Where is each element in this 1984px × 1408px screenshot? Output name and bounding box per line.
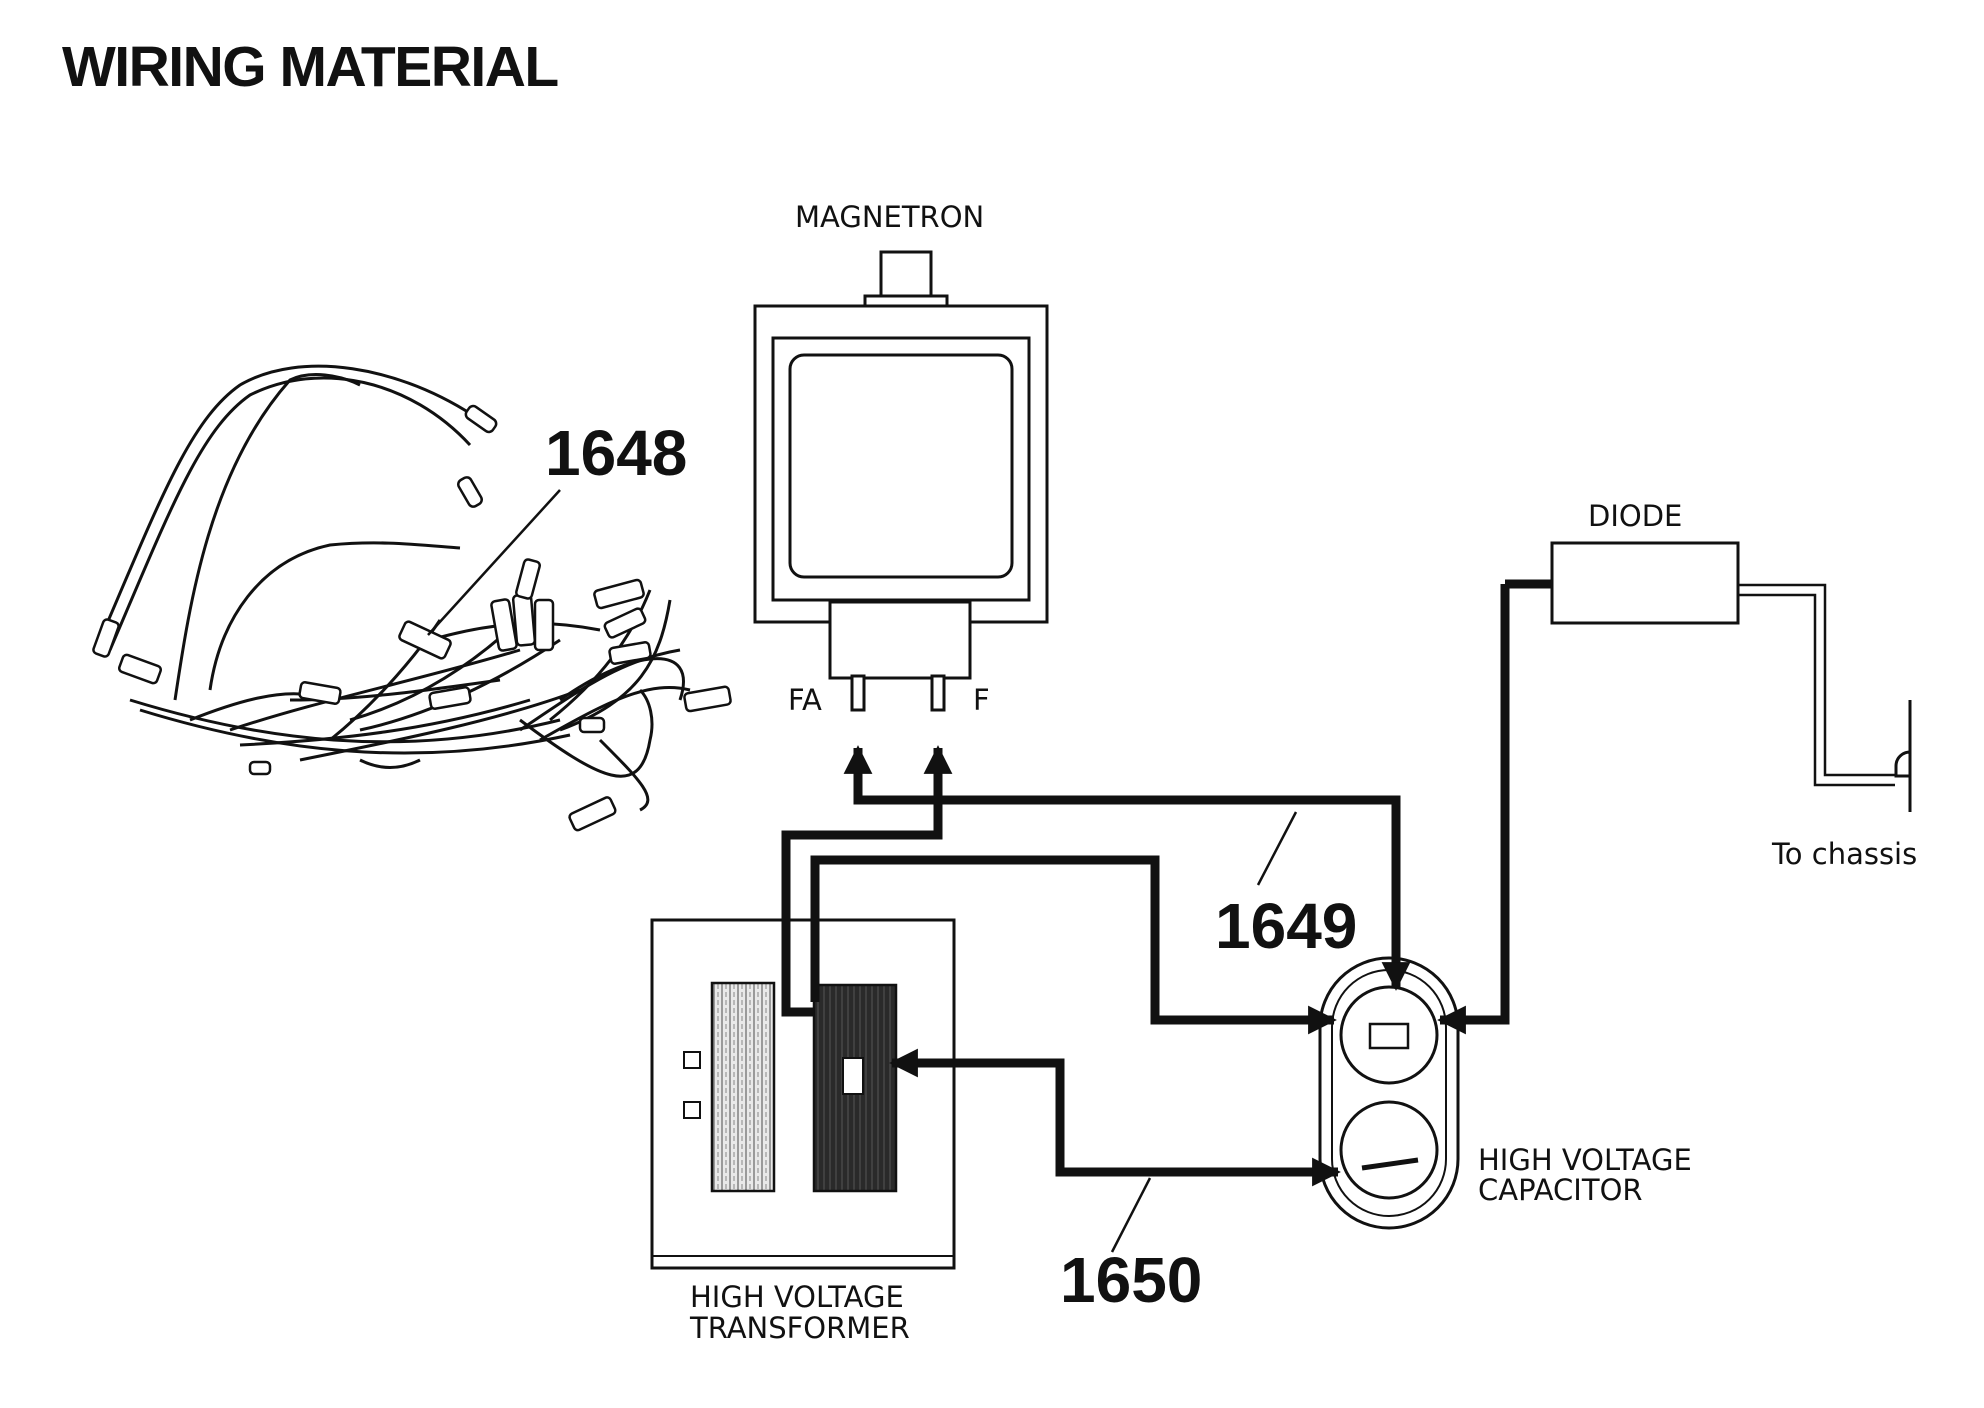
magnetron [753, 250, 1049, 712]
part-number-1648: 1648 [545, 417, 687, 489]
terminal-fa-label: FA [788, 683, 822, 717]
transformer-label-line2: TRANSFORMER [689, 1311, 910, 1345]
part-number-1649: 1649 [1215, 890, 1357, 962]
diode-chassis-lead [1738, 583, 1895, 787]
diode-label: DIODE [1588, 499, 1682, 533]
leader-1648 [427, 489, 561, 636]
wire-1649 [781, 579, 1552, 1035]
transformer-label-line1: HIGH VOLTAGE [690, 1280, 904, 1314]
capacitor-label-line1: HIGH VOLTAGE [1478, 1143, 1692, 1177]
terminal-f-label: F [973, 683, 990, 717]
diode [1550, 541, 1740, 625]
to-chassis-label: To chassis [1771, 837, 1917, 871]
magnetron-label: MAGNETRON [795, 200, 984, 234]
leader-1649 [1256, 811, 1298, 886]
chassis-terminal [1894, 700, 1912, 812]
harness-connectors [92, 404, 732, 832]
wire-1650 [889, 1048, 1341, 1187]
leader-1650 [1110, 1177, 1152, 1253]
part-number-1650: 1650 [1060, 1244, 1202, 1316]
high-voltage-transformer [650, 918, 956, 1270]
page-title: WIRING MATERIAL [62, 35, 559, 99]
high-voltage-capacitor [1318, 956, 1460, 1230]
capacitor-label-line2: CAPACITOR [1478, 1173, 1643, 1207]
